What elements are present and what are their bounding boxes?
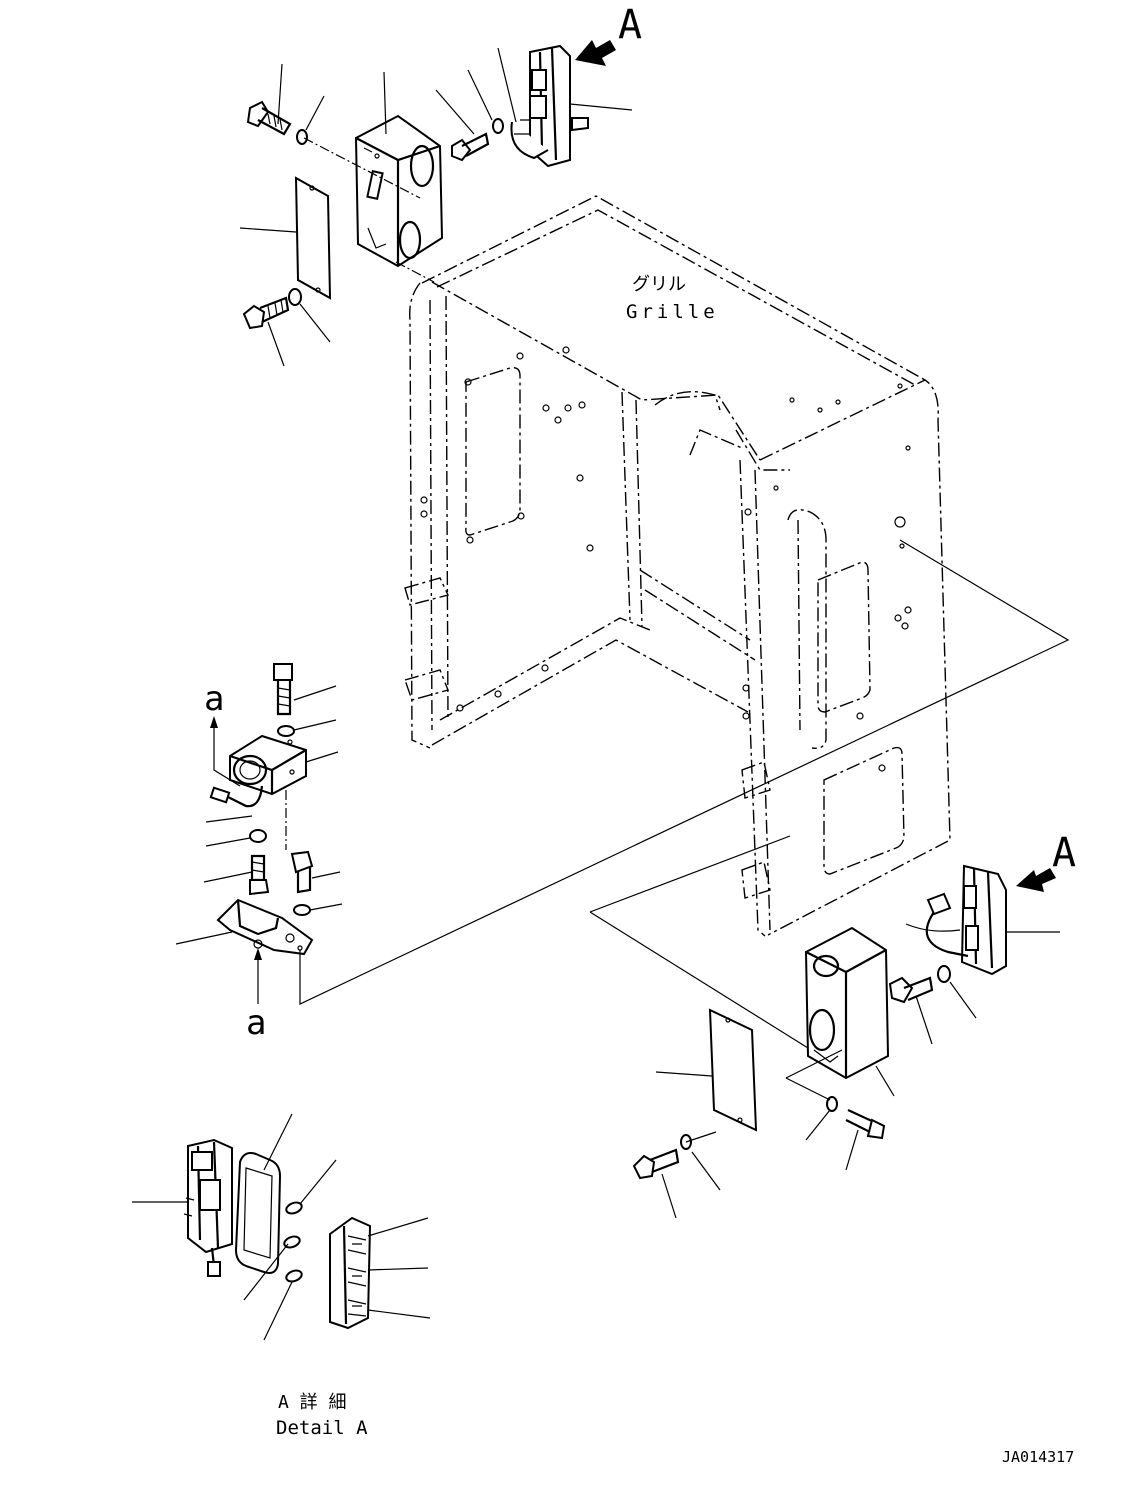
thin-arrow-icon: [254, 948, 262, 960]
lamp-assembly-upper: [510, 44, 589, 168]
washer-upper-2: [288, 288, 302, 306]
lamp-assembly-right: [905, 864, 1007, 976]
view-arrow-right: A: [1016, 830, 1076, 892]
detail-gasket: [234, 1152, 282, 1274]
grille-frame: [404, 195, 951, 937]
small-arrow-a-bottom: a: [246, 948, 266, 1043]
detail-a: A 詳 細 Detail A: [183, 1138, 372, 1439]
leader-lines-detail: [132, 1113, 431, 1341]
lower-right-assembly: A: [589, 830, 1076, 1180]
leader-lines-upper: [239, 47, 633, 367]
box-bracket-upper: [354, 114, 444, 268]
view-arrow-top: A: [575, 2, 642, 66]
bolt-mid-1: [273, 663, 293, 716]
upper-assembly: [242, 44, 589, 330]
bolt-mid-2: [249, 854, 270, 896]
washer-upper-3: [492, 118, 504, 134]
detail-lens-panel: [329, 1216, 372, 1330]
thin-arrow-icon: [210, 716, 218, 728]
view-label-a-top: A: [618, 2, 642, 48]
washer-right-1: [937, 965, 951, 983]
bolt-right-2: [632, 1148, 680, 1180]
bolt-upper-1: [246, 100, 292, 136]
detail-label-jp: A 詳 細: [278, 1392, 347, 1413]
detail-lamp-housing: [183, 1138, 233, 1277]
bolt-upper-2: [242, 296, 290, 330]
drawing-number: JA014317: [1002, 1448, 1074, 1466]
washer-mid-3: [293, 904, 311, 916]
washer-mid-2: [249, 829, 267, 843]
grille-label-jp: グリル: [632, 274, 686, 295]
grille-label-en: Grille: [626, 301, 719, 323]
leader-lines-mid: [175, 685, 343, 945]
washer-right-3: [826, 1096, 838, 1112]
bolt-right-3: [845, 1109, 886, 1140]
bolt-right-1: [888, 976, 934, 1004]
washer-mid-1: [277, 725, 295, 737]
detail-bulbs: [283, 1201, 303, 1283]
buzzer-box: [209, 734, 307, 808]
detail-label-en: Detail A: [276, 1417, 368, 1439]
cover-plate-right: [708, 1008, 758, 1132]
view-arrow-icon: [575, 40, 616, 66]
box-bracket-right: [804, 926, 890, 1080]
view-label-a-right: A: [1052, 830, 1076, 876]
small-arrow-a-top: a: [204, 679, 241, 787]
leader-lines-lower-right: [655, 931, 1060, 1219]
cover-plate-upper: [294, 176, 332, 300]
view-label-a-small-top: a: [204, 679, 224, 719]
mid-assembly: a a: [204, 539, 1070, 1043]
mount-bracket: [216, 898, 314, 956]
washer-upper-1: [296, 129, 308, 145]
view-label-a-small-bottom: a: [246, 1003, 266, 1043]
view-arrow-icon: [1016, 868, 1056, 892]
bolt-mid-3: [290, 850, 314, 894]
bolt-upper-3: [451, 132, 490, 162]
